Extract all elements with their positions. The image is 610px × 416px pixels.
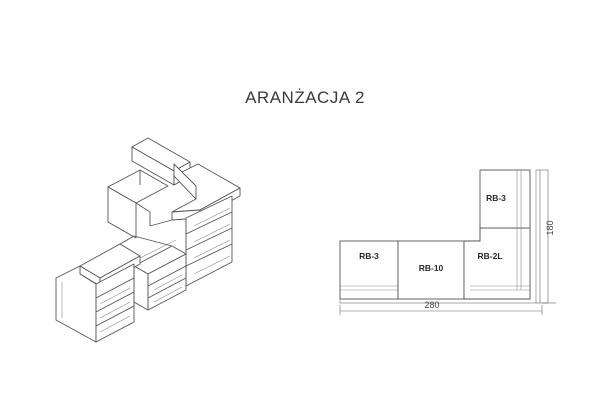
iso-middle-desk <box>133 239 187 311</box>
plan-module-rb10: RB-10 <box>397 240 465 300</box>
plan-label-rb3-left: RB-3 <box>359 251 379 261</box>
plan-label-rb3-right: RB-3 <box>486 193 506 203</box>
dimension-width-label: 280 <box>424 300 439 310</box>
plan-module-rb3-left: RB-3 <box>339 240 399 300</box>
iso-left-cabinet <box>55 263 135 343</box>
iso-back-hutch <box>131 137 191 186</box>
isometric-view <box>55 137 241 343</box>
plan-counter-outline <box>339 170 537 304</box>
plan-label-rb2l: RB-2L <box>477 251 502 261</box>
page-title: ARANŻACJA 2 <box>245 88 365 107</box>
dimension-height: 180 <box>536 169 556 304</box>
dimension-width: 280 <box>339 300 543 315</box>
dimension-height-label: 180 <box>545 220 555 235</box>
plan-label-rb10: RB-10 <box>419 263 444 273</box>
plan-module-rb3-right: RB-3 <box>479 169 531 229</box>
iso-upper-counter-left <box>107 169 169 239</box>
plan-module-rb2l: RB-2L <box>463 227 531 300</box>
iso-right-cabinet <box>185 195 233 287</box>
plan-view: RB-3 RB-10 RB-2L RB- <box>339 169 556 315</box>
